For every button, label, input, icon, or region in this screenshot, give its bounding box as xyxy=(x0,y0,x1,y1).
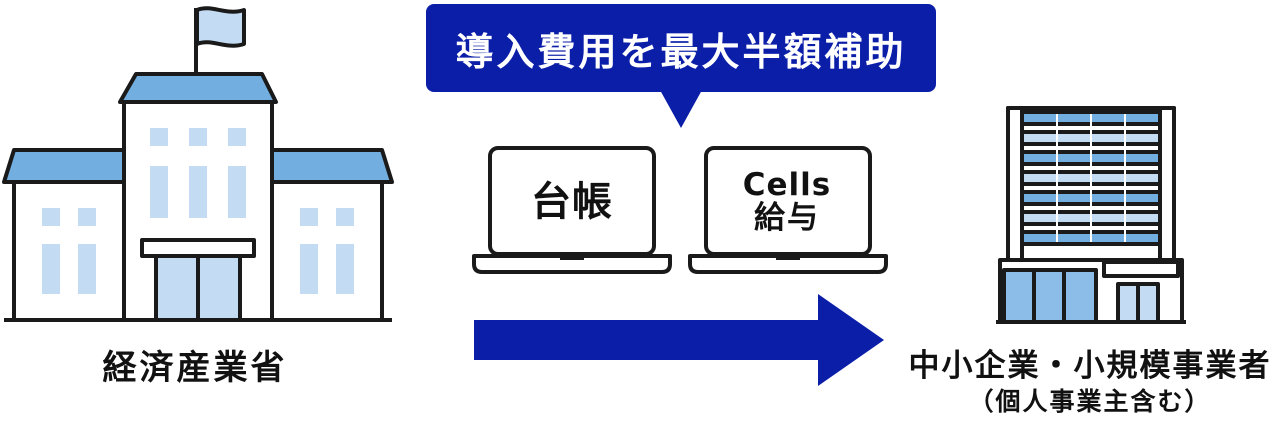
laptop-label-daicho: 台帳 xyxy=(531,179,613,225)
right-entity-label: 中小企業・小規模事業者 xyxy=(908,348,1272,384)
laptop-label-line2: 給与 xyxy=(754,200,820,236)
right-entity-sublabel: （個人事業主含む） xyxy=(968,387,1212,416)
left-entity-label: 経済産業省 xyxy=(102,348,288,388)
laptop-label-line1: Cells xyxy=(742,167,832,204)
bubble-text: 導入費用を最大半額補助 xyxy=(455,29,907,74)
laptop-label-cells-kyuyo: Cells 給与 xyxy=(715,158,859,246)
